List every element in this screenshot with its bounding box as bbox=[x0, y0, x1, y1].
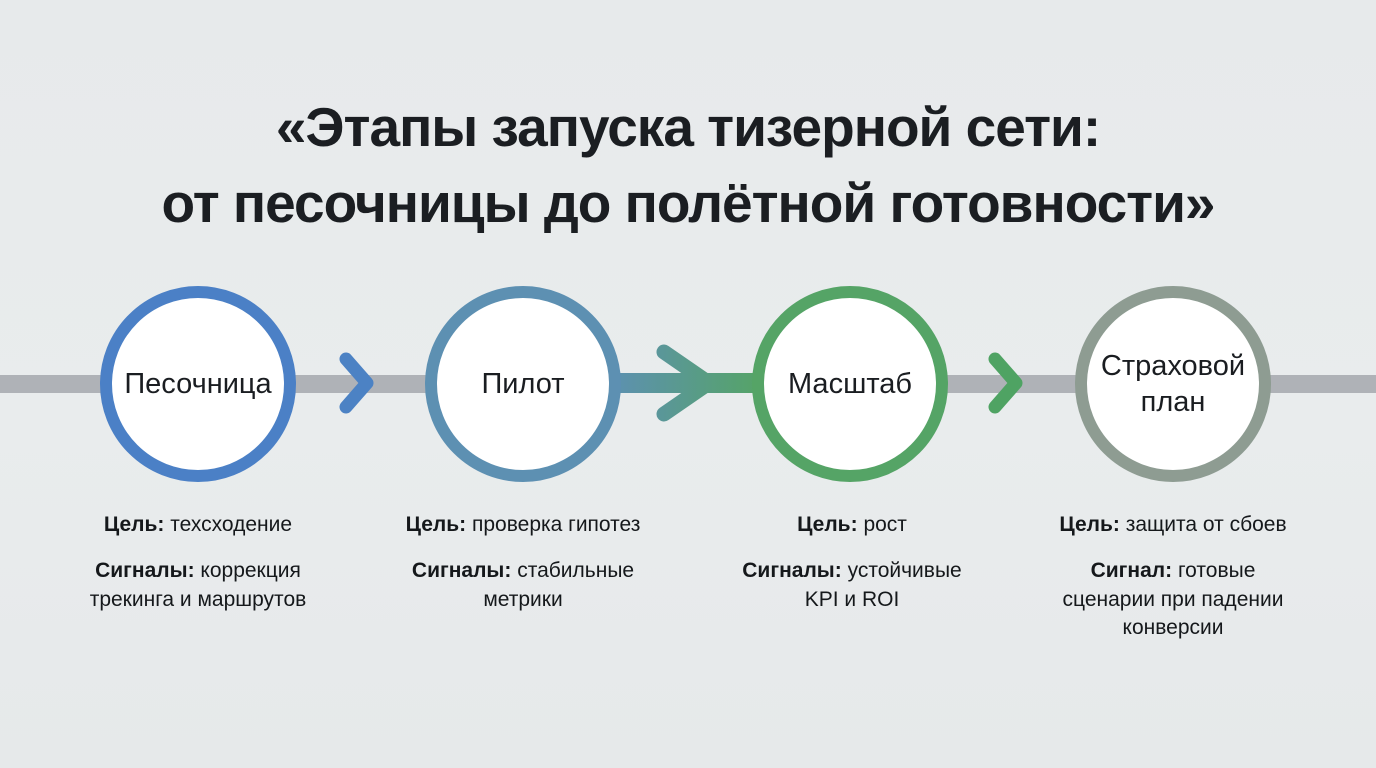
page-title-line-2: от песочницы до полётной готовности» bbox=[161, 171, 1215, 234]
goal-label: Цель: bbox=[103, 513, 165, 536]
stage-node-insurance-plan: Страховой план bbox=[1075, 286, 1271, 482]
stage-goal: Цель: рост bbox=[738, 511, 966, 539]
stage-details-pilot: Цель: проверка гипотез Сигналы: стабильн… bbox=[398, 511, 648, 614]
stage-node-scale: Масштаб bbox=[752, 286, 948, 482]
stage-details-sandbox: Цель: техсходение Сигналы: коррекция тре… bbox=[73, 511, 323, 614]
stage-signal: Сигналы: коррекция трекинга и маршрутов bbox=[73, 557, 323, 614]
stage-signal: Сигнал: готовые сценарии при падении кон… bbox=[1050, 557, 1296, 642]
goal-label: Цель: bbox=[797, 513, 858, 536]
signal-label: Сигналы: bbox=[742, 559, 842, 583]
stage-node-sandbox: Песочница bbox=[100, 286, 296, 482]
stage-node-pilot: Пилот bbox=[425, 286, 621, 482]
goal-label: Цель: bbox=[1059, 513, 1120, 536]
goal-text: защита от сбоев bbox=[1125, 513, 1287, 536]
arrow-right-icon bbox=[656, 344, 717, 422]
stage-details-insurance-plan: Цель: защита от сбоев Сигнал: готовые сц… bbox=[1050, 511, 1296, 642]
signal-text: устойчивые KPI и ROI bbox=[804, 559, 962, 611]
stage-details-scale: Цель: рост Сигналы: устойчивые KPI и ROI bbox=[738, 511, 966, 614]
stage-label: Масштаб bbox=[787, 367, 913, 400]
signal-label: Сигнал: bbox=[1090, 559, 1173, 583]
signal-label: Сигналы: bbox=[95, 559, 195, 583]
signal-text: стабильные метрики bbox=[483, 559, 635, 611]
chevron-right-icon-2 bbox=[988, 352, 1023, 414]
stage-goal: Цель: техсходение bbox=[73, 511, 323, 539]
stage-label: Песочница bbox=[124, 367, 272, 400]
chevron-right-icon-1 bbox=[339, 352, 374, 414]
page-title-line-1: «Этапы запуска тизерной сети: bbox=[275, 96, 1101, 158]
goal-text: техсходение bbox=[170, 513, 293, 536]
goal-label: Цель: bbox=[405, 513, 467, 536]
signal-text: коррекция трекинга и маршрутов bbox=[89, 559, 307, 611]
stage-signal: Сигналы: стабильные метрики bbox=[398, 557, 648, 614]
signal-label: Сигналы: bbox=[411, 559, 512, 583]
page-title: «Этапы запуска тизерной сети: от песочни… bbox=[0, 90, 1376, 242]
stage-label: Пилот bbox=[481, 367, 565, 400]
signal-text: готовые сценарии при падении конверсии bbox=[1062, 559, 1284, 640]
stage-label: Страховой план bbox=[1100, 349, 1246, 418]
goal-text: рост bbox=[863, 513, 907, 536]
stage-signal: Сигналы: устойчивые KPI и ROI bbox=[738, 557, 966, 614]
stage-goal: Цель: проверка гипотез bbox=[398, 511, 648, 539]
stage-goal: Цель: защита от сбоев bbox=[1050, 511, 1296, 539]
goal-text: проверка гипотез bbox=[471, 513, 641, 536]
